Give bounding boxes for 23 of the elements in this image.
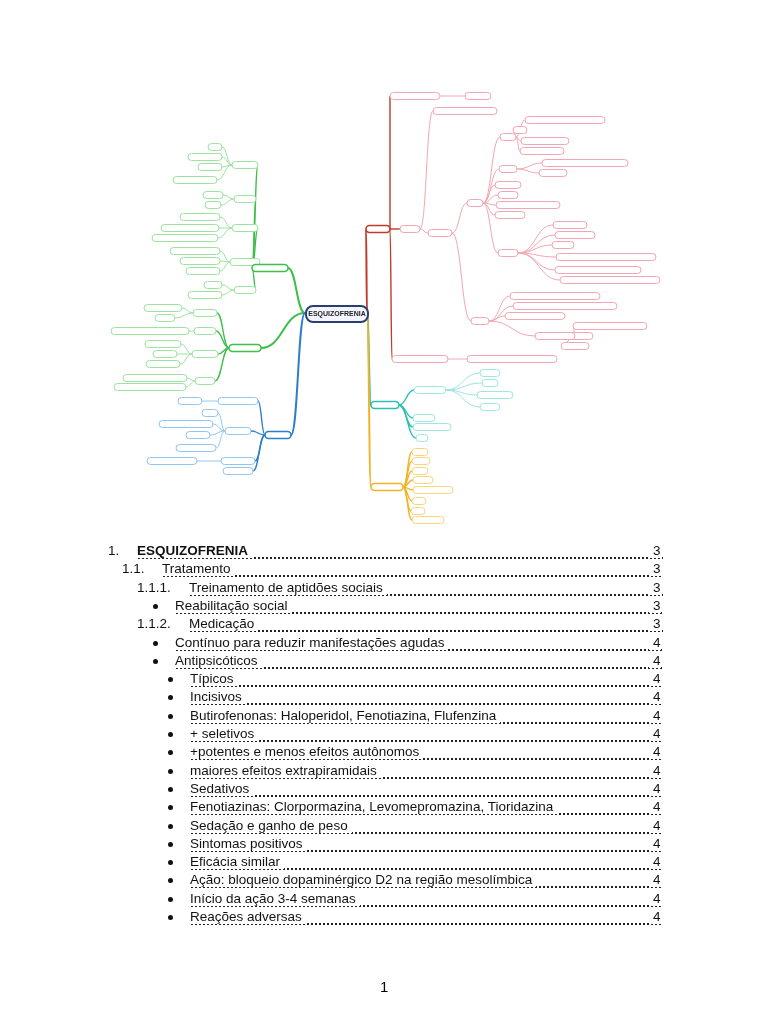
toc-entry: +potentes e menos efeitos autônomos (190, 744, 424, 760)
toc-entry: Típicos (190, 671, 238, 687)
page-number: 4 (649, 909, 661, 924)
toc-entry: Incisivos (190, 689, 246, 705)
page-number: 4 (649, 726, 661, 741)
toc-entry: ESQUIZOFRENIA (137, 543, 252, 558)
toc-entry: Reações adversas (190, 909, 306, 924)
page-number: 4 (649, 872, 661, 888)
toc-entry: + seletivos (190, 726, 259, 741)
toc-entry: Tratamento (162, 561, 235, 577)
toc-entry: Eficácia similar (190, 854, 285, 870)
toc-entry: Ação: bloqueio dopaminérgico D2 na região mesolímbica (190, 872, 537, 888)
page-number: 4 (649, 744, 661, 760)
page-number: 3 (649, 561, 661, 577)
page-number: 4 (649, 671, 661, 687)
page-number: 3 (649, 543, 661, 558)
page-number: 3 (649, 616, 661, 632)
page-number: 4 (649, 854, 661, 870)
page-number: 1 (380, 978, 389, 995)
toc-entry: Medicação (189, 616, 259, 632)
toc-entry: Fenotiazinas: Clorpormazina, Levomepromazina, Tioridazina (190, 799, 558, 815)
page-number: 4 (649, 689, 661, 705)
page-number: 4 (649, 799, 661, 815)
